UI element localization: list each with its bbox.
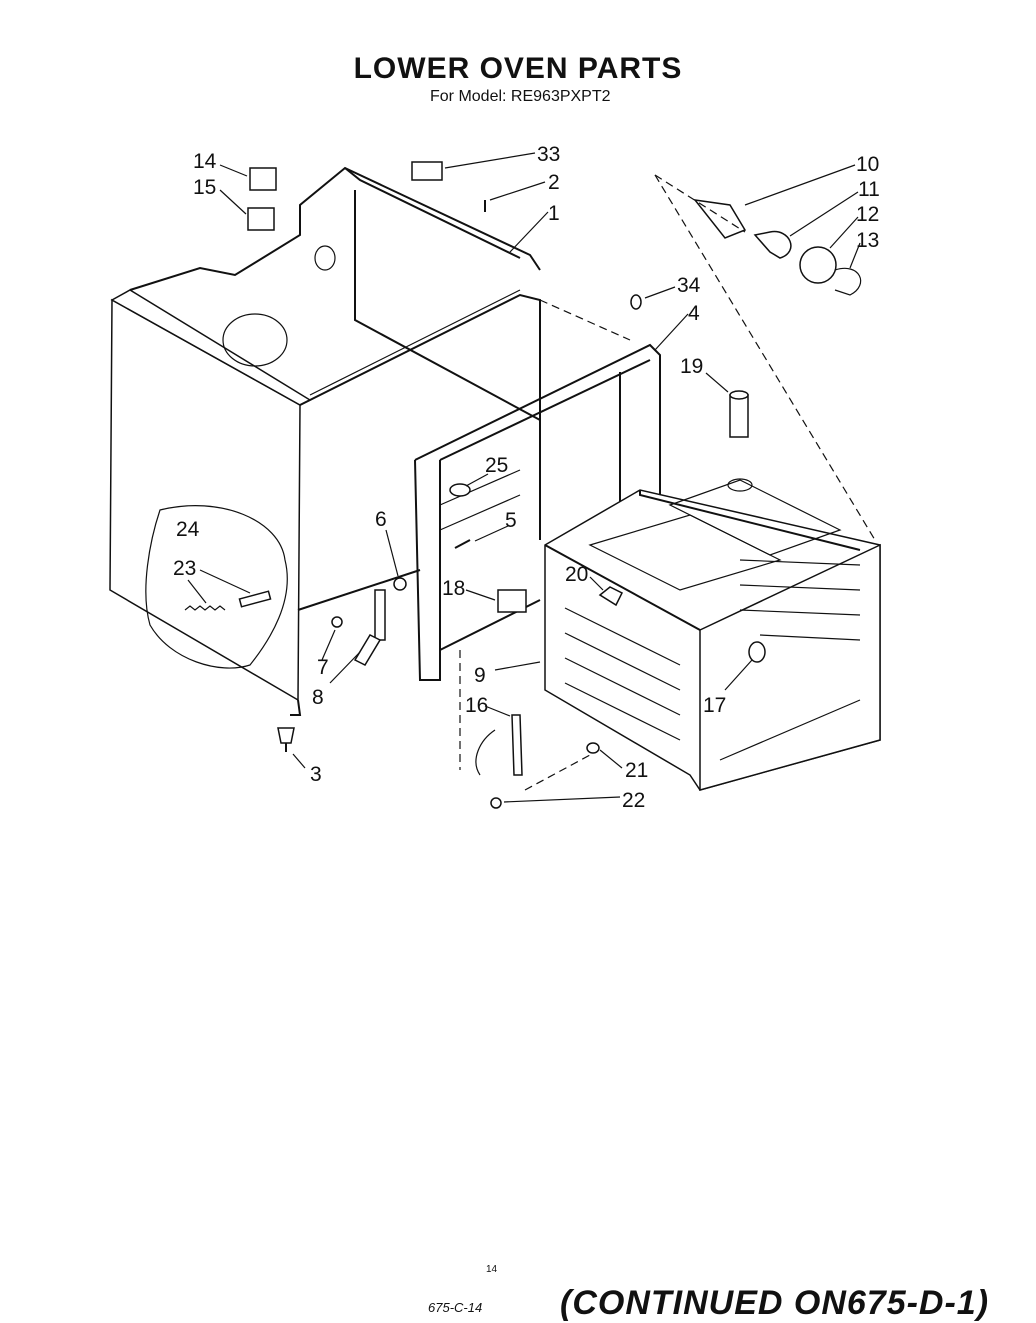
callout-34: 34 (677, 274, 701, 297)
callout-25: 25 (485, 454, 508, 477)
callout-1: 1 (548, 202, 560, 225)
callout-16: 16 (465, 694, 488, 717)
callout-6: 6 (375, 508, 387, 531)
callout-9: 9 (474, 664, 486, 687)
oven-cabinet (109, 166, 661, 716)
rear-frame (129, 166, 541, 291)
callout-4: 4 (688, 302, 700, 325)
model-subtitle: For Model: RE963PXPT2 (430, 88, 611, 105)
oven-liner (544, 478, 881, 791)
callout-2: 2 (548, 171, 560, 194)
callout-8: 8 (312, 686, 324, 709)
panel-cutaway (145, 505, 288, 669)
callout-19: 19 (680, 355, 703, 378)
left-side-panel (109, 298, 301, 702)
leader-lines (187, 152, 876, 803)
callout-23: 23 (173, 557, 196, 580)
page-number: 14 (486, 1264, 498, 1275)
callout-14: 14 (193, 150, 217, 173)
diagram-code: 675-C-14 (428, 1300, 483, 1315)
callout-labels: 33 2 1 14 15 10 11 12 13 34 4 19 25 6 5 … (173, 143, 880, 812)
callout-3: 3 (310, 763, 322, 786)
page-title: LOWER OVEN PARTS (353, 52, 683, 85)
callout-21: 21 (625, 759, 648, 782)
callout-5: 5 (505, 509, 517, 532)
callout-22: 22 (622, 789, 645, 812)
callout-15: 15 (193, 176, 216, 199)
spring-part (184, 605, 226, 611)
callout-12: 12 (856, 203, 879, 226)
callout-10: 10 (856, 153, 879, 176)
callout-20: 20 (565, 563, 588, 586)
callout-17: 17 (703, 694, 726, 717)
callout-13: 13 (856, 229, 879, 252)
front-frame (414, 343, 661, 501)
callout-24: 24 (176, 518, 200, 541)
callout-7: 7 (317, 656, 329, 679)
continued-note: (CONTINUED ON675-D-1) (560, 1284, 990, 1322)
callout-11: 11 (858, 178, 880, 201)
small-parts (247, 161, 862, 809)
callout-33: 33 (537, 143, 560, 166)
callout-18: 18 (442, 577, 465, 600)
